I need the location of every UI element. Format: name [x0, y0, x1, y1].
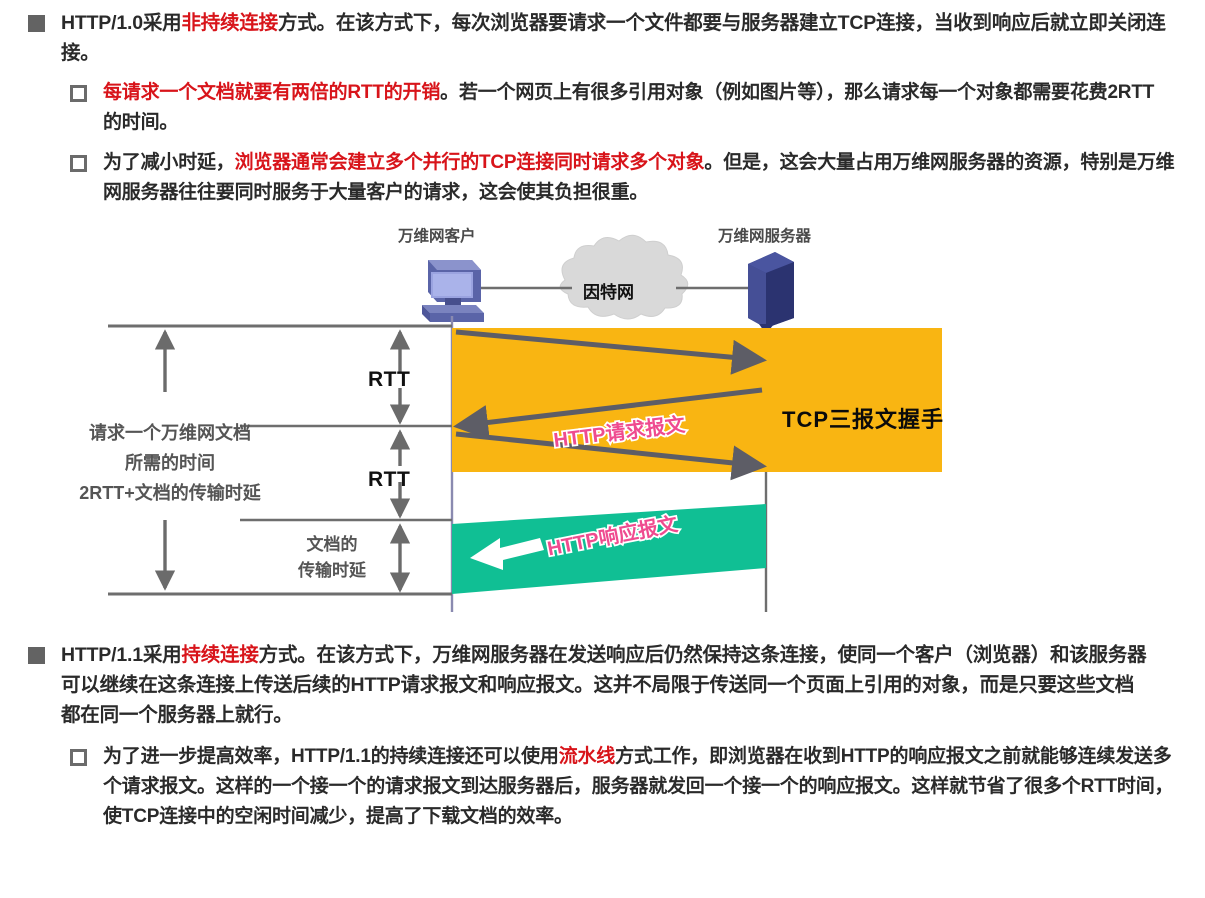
- client-title-label: 万维网客户: [398, 228, 476, 245]
- top-sub-bullet-text-2: 为了减小时延，浏览器通常会建立多个并行的TCP连接同时请求多个对象。但是，这会大…: [103, 148, 1180, 208]
- doc-delay-line-1: 文档的: [306, 535, 358, 554]
- http-nonpersistent-timing-diagram: 万维网客户 万维网服务器: [0, 220, 1205, 620]
- hollow-square-bullet-icon: [70, 749, 87, 766]
- segment-text-red: 每请求一个文档就要有两倍的RTT的开销: [103, 82, 441, 103]
- top-text-section: HTTP/1.0采用非持续连接方式。在该方式下，每次浏览器要请求一个文件都要与服…: [28, 8, 1178, 208]
- segment-text: HTTP/1.1采用: [61, 644, 182, 666]
- bottom-sub-bullet-text-1: 为了进一步提高效率，HTTP/1.1的持续连接还可以使用流水线方式工作，即浏览器…: [103, 742, 1180, 832]
- filled-square-bullet-icon: [28, 15, 45, 32]
- client-computer-icon: [422, 260, 484, 322]
- top-sub-bullet-text-1: 每请求一个文档就要有两倍的RTT的开销。若一个网页上有很多引用对象（例如图片等）…: [103, 78, 1170, 138]
- bottom-main-bullet-row: HTTP/1.1采用持续连接方式。在该方式下，万维网服务器在发送响应后仍然保持这…: [28, 640, 1178, 730]
- hollow-square-bullet-icon: [70, 85, 87, 102]
- handshake-arrow-1: [455, 329, 767, 375]
- total-time-line-2: 所需的时间: [125, 453, 215, 473]
- internet-cloud-icon: [559, 234, 689, 320]
- total-time-label: 请求一个万维网文档 所需的时间 2RTT+文档的传输时延: [45, 418, 295, 508]
- segment-text: 。但是，这会大量占用万维网服务器的资源，特别是万维网服务器往往要同时服务于大量客…: [103, 152, 1175, 203]
- bottom-main-bullet-text: HTTP/1.1采用持续连接方式。在该方式下，万维网服务器在发送响应后仍然保持这…: [61, 640, 1151, 730]
- segment-text-red: 流水线: [558, 746, 616, 767]
- server-icon: [748, 252, 794, 328]
- segment-text-red: 持续连接: [181, 644, 259, 666]
- http-response-band: [452, 504, 766, 594]
- top-main-bullet-text: HTTP/1.0采用非持续连接方式。在该方式下，每次浏览器要请求一个文件都要与服…: [61, 8, 1178, 68]
- total-time-line-1: 请求一个万维网文档: [89, 423, 251, 443]
- top-sub-bullet-row-2: 为了减小时延，浏览器通常会建立多个并行的TCP连接同时请求多个对象。但是，这会大…: [70, 148, 1180, 208]
- segment-text-red: 非持续连接: [181, 12, 278, 34]
- segment-text: 方式。在该方式下，万维网服务器在发送响应后仍然保持这条连接，使同一个客户（浏览器…: [61, 644, 1147, 726]
- handshake-arrow-3: [455, 431, 767, 481]
- filled-square-bullet-icon: [28, 647, 45, 664]
- segment-text: 为了减小时延，: [103, 152, 235, 173]
- bottom-text-section: HTTP/1.1采用持续连接方式。在该方式下，万维网服务器在发送响应后仍然保持这…: [28, 640, 1178, 832]
- segment-text: HTTP/1.0采用: [61, 12, 182, 34]
- segment-text-red: 浏览器通常会建立多个并行的TCP连接同时请求多个对象: [234, 152, 705, 173]
- server-title-label: 万维网服务器: [718, 228, 812, 245]
- handshake-arrow-2: [453, 387, 763, 440]
- segment-text: 方式工作，即浏览器在收到HTTP的响应报文之前就能够连续发送多个请求报文。这样的…: [103, 746, 1174, 827]
- segment-text: 为了进一步提高效率，HTTP/1.1的持续连接还可以使用: [103, 746, 559, 767]
- top-main-bullet-row: HTTP/1.0采用非持续连接方式。在该方式下，每次浏览器要请求一个文件都要与服…: [28, 8, 1178, 68]
- diagram-canvas: [108, 234, 942, 612]
- total-time-line-3: 2RTT+文档的传输时延: [79, 483, 261, 503]
- bottom-sub-bullet-row-1: 为了进一步提高效率，HTTP/1.1的持续连接还可以使用流水线方式工作，即浏览器…: [70, 742, 1180, 832]
- tcp-handshake-label: TCP三报文握手: [782, 407, 945, 432]
- doc-delay-line-2: 传输时延: [298, 561, 366, 580]
- rtt-label-2: RTT: [368, 468, 411, 491]
- segment-text: 方式。在该方式下，每次浏览器要请求一个文件都要与服务器建立TCP连接，当收到响应…: [61, 12, 1166, 64]
- top-sub-bullet-row-1: 每请求一个文档就要有两倍的RTT的开销。若一个网页上有很多引用对象（例如图片等）…: [70, 78, 1170, 138]
- hollow-square-bullet-icon: [70, 155, 87, 172]
- doc-delay-label: 文档的 传输时延: [278, 532, 386, 584]
- response-direction-arrow-icon: [470, 538, 544, 570]
- internet-cloud-label: 因特网: [583, 283, 634, 302]
- segment-text: 。若一个网页上有很多引用对象（例如图片等），那么请求每一个对象都需要花费2RTT…: [103, 82, 1155, 133]
- rtt-label-1: RTT: [368, 368, 411, 391]
